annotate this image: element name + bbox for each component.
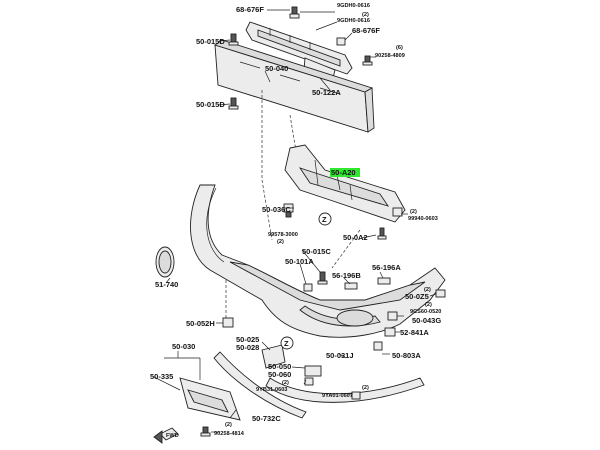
lower-lip-50-031j xyxy=(265,377,425,403)
callout-56-196a: 56-196A xyxy=(372,263,401,272)
clip-68-676f-right xyxy=(336,37,346,46)
leader-lines xyxy=(153,9,437,433)
callout-qty-2-f: (2) xyxy=(282,380,289,386)
callout-qty-2-a: (2) xyxy=(362,12,369,18)
callout-50-050: 50-050 xyxy=(268,362,291,371)
callout-56-196b: 56-196B xyxy=(332,271,361,280)
clip-50-101a xyxy=(303,283,313,292)
callout-68-676f-top: 68-676F xyxy=(236,5,264,14)
bolt-90258-4809 xyxy=(362,55,373,66)
callout-52-841a: 52-841A xyxy=(400,328,429,337)
bolt-68-676f-top xyxy=(289,6,300,19)
emblem-51-740 xyxy=(155,246,175,278)
callout-9ya01-0607: 9YA01-0607 xyxy=(322,393,353,399)
callout-50-015d-upper: 50-015D xyxy=(196,37,225,46)
bolt-50-0a2 xyxy=(377,227,387,240)
callout-9gdh0-0616-b: 9GDH0-0616 xyxy=(337,18,370,24)
callout-50-040: 50-040 xyxy=(265,64,288,73)
upper-reinforcement-bracket xyxy=(245,21,353,83)
callout-50-0z5: 50-0Z5 xyxy=(405,292,429,301)
callout-50-732c: 50-732C xyxy=(252,414,281,423)
callout-99940-0603: 99940-0603 xyxy=(408,216,438,222)
callout-50-101a: 50-101A xyxy=(285,257,314,266)
bracket-52-841a xyxy=(384,327,396,337)
callout-90258-4814: 90258-4814 xyxy=(214,431,245,437)
callout-qty-2-h: (2) xyxy=(225,422,232,428)
side-marker-56-196a xyxy=(377,277,391,285)
lower-strip-50-732c xyxy=(213,351,307,419)
callout-50-036c: 50-036C xyxy=(262,205,291,214)
clip-50-015d-upper xyxy=(228,33,239,46)
callout-51-740: 51-740 xyxy=(155,280,178,289)
callout-qty-2-d: (2) xyxy=(424,287,431,293)
bolt-99940-0603 xyxy=(392,207,403,217)
ref-mark-z-lower: Z xyxy=(280,336,294,350)
clip-50-015c xyxy=(317,271,328,285)
callout-50-a20: 50-A20 xyxy=(331,168,356,177)
svg-text:Z: Z xyxy=(284,339,289,348)
callout-50-025: 50-025 xyxy=(236,335,259,344)
callout-50-030: 50-030 xyxy=(172,342,195,351)
clip-50-043g xyxy=(387,311,398,321)
bolt-9ya01-0607 xyxy=(351,391,361,400)
callout-50-0a2: 50-0A2 xyxy=(343,233,368,242)
energy-absorber xyxy=(214,39,375,133)
bracket-50-050 xyxy=(304,365,322,377)
svg-text:Z: Z xyxy=(322,215,327,224)
callout-9yb31-0603: 9YB31-0603 xyxy=(256,387,287,393)
callout-qty-2-e: (2) xyxy=(425,302,432,308)
callout-50-015d-lower: 50-015D xyxy=(196,100,225,109)
clip-50-0z5 xyxy=(435,289,446,298)
callout-68-676f-right: 68-676F xyxy=(352,26,380,35)
bolt-90258-4814 xyxy=(200,426,211,437)
callout-9gdh0-0616-a: 9GDH0-0616 xyxy=(337,3,370,9)
callout-50-028: 50-028 xyxy=(236,343,259,352)
ref-mark-z-upper: Z xyxy=(318,212,332,226)
callout-9cs60-0520: 9CS60-0520 xyxy=(410,309,441,315)
side-marker-56-196b xyxy=(344,282,358,290)
callout-50-043g: 50-043G xyxy=(412,316,441,325)
callout-50-052h: 50-052H xyxy=(186,319,215,328)
callout-50-060: 50-060 xyxy=(268,370,291,379)
callout-qty-2-g: (2) xyxy=(362,385,369,391)
clip-50-052h xyxy=(222,317,234,328)
callout-qty-2-b: (2) xyxy=(410,209,417,215)
callout-qty-2-c: (2) xyxy=(277,239,284,245)
callout-50-335: 50-335 xyxy=(150,372,173,381)
license-bracket-50-030 xyxy=(179,377,241,421)
callout-50-803a: 50-803A xyxy=(392,351,421,360)
svg-text:FWD: FWD xyxy=(166,433,179,439)
callout-highlight xyxy=(330,168,360,177)
callout-50-031j: 50-031J xyxy=(326,351,354,360)
callout-50-122a: 50-122A xyxy=(312,88,341,97)
plug-50-803a xyxy=(373,341,383,351)
fog-cover-50-025 xyxy=(261,344,286,369)
bolt-9yb31-0603 xyxy=(304,377,314,386)
callout-99578-3000: 99578-3000 xyxy=(268,232,298,238)
lower-bracket-50-a20 xyxy=(284,144,406,223)
clip-50-015d-lower xyxy=(228,97,239,110)
bumper-cover xyxy=(190,184,446,338)
forward-arrow-icon: FWD xyxy=(153,427,179,444)
callout-50-015c: 50-015C xyxy=(302,247,331,256)
callout-qty-6: (6) xyxy=(396,45,403,51)
callout-labels: 68-676F 9GDH0-0616 (2) 9GDH0-0616 50-015… xyxy=(150,3,441,437)
callout-90258-4809: 90258-4809 xyxy=(375,53,405,59)
